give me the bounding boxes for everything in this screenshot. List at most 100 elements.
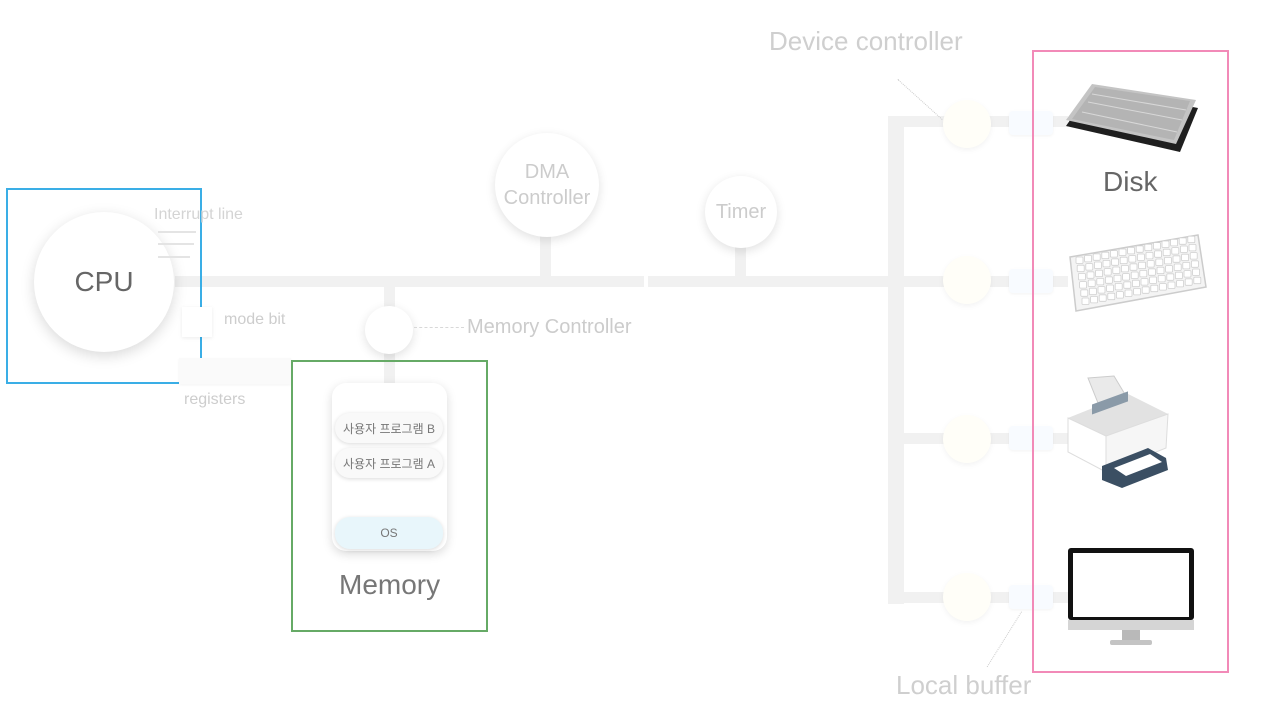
- device-bus-vertical: [888, 116, 904, 604]
- timer-node: Timer: [705, 176, 777, 248]
- keyboard-key: [1150, 284, 1159, 293]
- local-buffer-leader-line: [986, 611, 1022, 668]
- dma-label: DMA: [524, 161, 570, 183]
- memory-controller-node: [365, 306, 413, 354]
- keyboard-key: [1128, 255, 1137, 263]
- keyboard-key: [1173, 263, 1182, 271]
- memory-stack: 사용자 프로그램 B 사용자 프로그램 A OS: [332, 383, 447, 551]
- cpu-label: CPU: [74, 266, 134, 297]
- device-controller-label: Device controller: [769, 26, 963, 56]
- keyboard-key: [1146, 260, 1155, 268]
- keyboard-key: [1188, 243, 1197, 252]
- keyboard-key: [1119, 256, 1128, 265]
- keyboard-key: [1111, 258, 1119, 266]
- keyboard-key: [1182, 261, 1191, 270]
- keyboard-key: [1122, 273, 1130, 281]
- keyboard-key: [1130, 271, 1139, 279]
- keyboard-key: [1183, 270, 1192, 278]
- device-controller-leader-line: [897, 79, 943, 120]
- keyboard-key: [1155, 258, 1164, 266]
- keyboard-key: [1176, 280, 1184, 288]
- keyboard-key: [1166, 273, 1175, 281]
- device-controller-monitor: [943, 573, 991, 621]
- keyboard-key: [1124, 289, 1133, 297]
- keyboard-key: [1110, 250, 1118, 258]
- keyboard-key: [1145, 251, 1154, 260]
- monitor-image: [1068, 548, 1194, 645]
- disk-image: [1066, 84, 1198, 152]
- dma-controller-label: Controller: [503, 187, 591, 209]
- cpu-highlight-box: [6, 188, 202, 384]
- local-buffer-label: Local buffer: [896, 670, 1032, 700]
- keyboard-key: [1141, 286, 1150, 294]
- keyboard-key: [1096, 278, 1105, 286]
- keyboard-key: [1106, 284, 1114, 292]
- keyboard-key: [1187, 235, 1196, 244]
- keyboard-key: [1107, 292, 1116, 301]
- keyboard-key: [1101, 251, 1110, 260]
- keyboard-key: [1088, 287, 1097, 296]
- memory-highlight-box: [291, 360, 488, 632]
- keyboard-key: [1161, 240, 1170, 248]
- local-buffer-disk: [1009, 111, 1053, 135]
- keyboard-key: [1181, 253, 1189, 262]
- keyboard-key: [1154, 250, 1162, 258]
- timer-bus-stub: [735, 240, 746, 282]
- keyboard-key: [1137, 253, 1145, 261]
- keyboard-key: [1079, 281, 1088, 289]
- keyboard-key: [1105, 276, 1113, 284]
- keyboard-key: [1144, 243, 1153, 252]
- keyboard-key: [1175, 271, 1183, 280]
- keyboard-key: [1157, 275, 1166, 283]
- keyboard-key: [1127, 246, 1135, 255]
- interrupt-line-label: Interrupt line: [154, 206, 243, 223]
- keyboard-key: [1097, 286, 1106, 294]
- keyboard-key: [1138, 261, 1146, 270]
- registers-label: registers: [184, 391, 246, 408]
- keyboard-key: [1103, 268, 1112, 276]
- printer-image: [1067, 375, 1169, 488]
- keyboard-key: [1178, 237, 1187, 245]
- keyboard-key: [1148, 268, 1156, 276]
- memory-controller-leader-line: [414, 327, 464, 328]
- keyboard-key: [1162, 248, 1171, 257]
- device-highlight-box: [1032, 50, 1229, 673]
- keyboard-key: [1086, 271, 1095, 279]
- keyboard-key: [1184, 278, 1193, 286]
- keyboard-key: [1193, 276, 1202, 285]
- keyboard-key: [1112, 266, 1121, 274]
- keyboard-key: [1156, 266, 1165, 275]
- keyboard-key: [1092, 253, 1101, 261]
- keyboard-key: [1133, 288, 1141, 296]
- keyboard-key: [1090, 296, 1099, 304]
- keyboard-key: [1116, 291, 1124, 299]
- cpu-node: CPU: [34, 212, 174, 352]
- local-buffer-printer: [1009, 426, 1053, 450]
- local-buffer-monitor: [1009, 585, 1053, 609]
- keyboard-key: [1093, 261, 1102, 269]
- keyboard-key: [1087, 279, 1096, 287]
- keyboard-key: [1172, 255, 1181, 263]
- user-program-a: 사용자 프로그램 A: [335, 448, 443, 478]
- keyboard-key: [1167, 281, 1176, 289]
- keyboard-key: [1102, 259, 1111, 268]
- device-controller-keyboard: [943, 256, 991, 304]
- dma-controller-node: DMA Controller: [495, 133, 599, 237]
- keyboard-key: [1132, 279, 1140, 288]
- memory-title: Memory: [339, 569, 441, 600]
- keyboard-key: [1164, 256, 1172, 265]
- keyboard-key: [1085, 263, 1094, 271]
- keyboard-key: [1170, 239, 1178, 247]
- mode-bit-label: mode bit: [224, 311, 286, 328]
- keyboard-key: [1123, 281, 1132, 289]
- keyboard-key: [1081, 297, 1090, 305]
- keyboard-key: [1191, 260, 1199, 268]
- keyboard-key: [1140, 278, 1149, 286]
- keyboard-key: [1159, 283, 1167, 291]
- registers-box: [179, 358, 291, 384]
- keyboard-key: [1129, 263, 1138, 271]
- keyboard-key: [1095, 269, 1104, 278]
- keyboard-key: [1189, 252, 1198, 260]
- keyboard-key: [1180, 245, 1188, 253]
- keyboard-key: [1165, 265, 1173, 273]
